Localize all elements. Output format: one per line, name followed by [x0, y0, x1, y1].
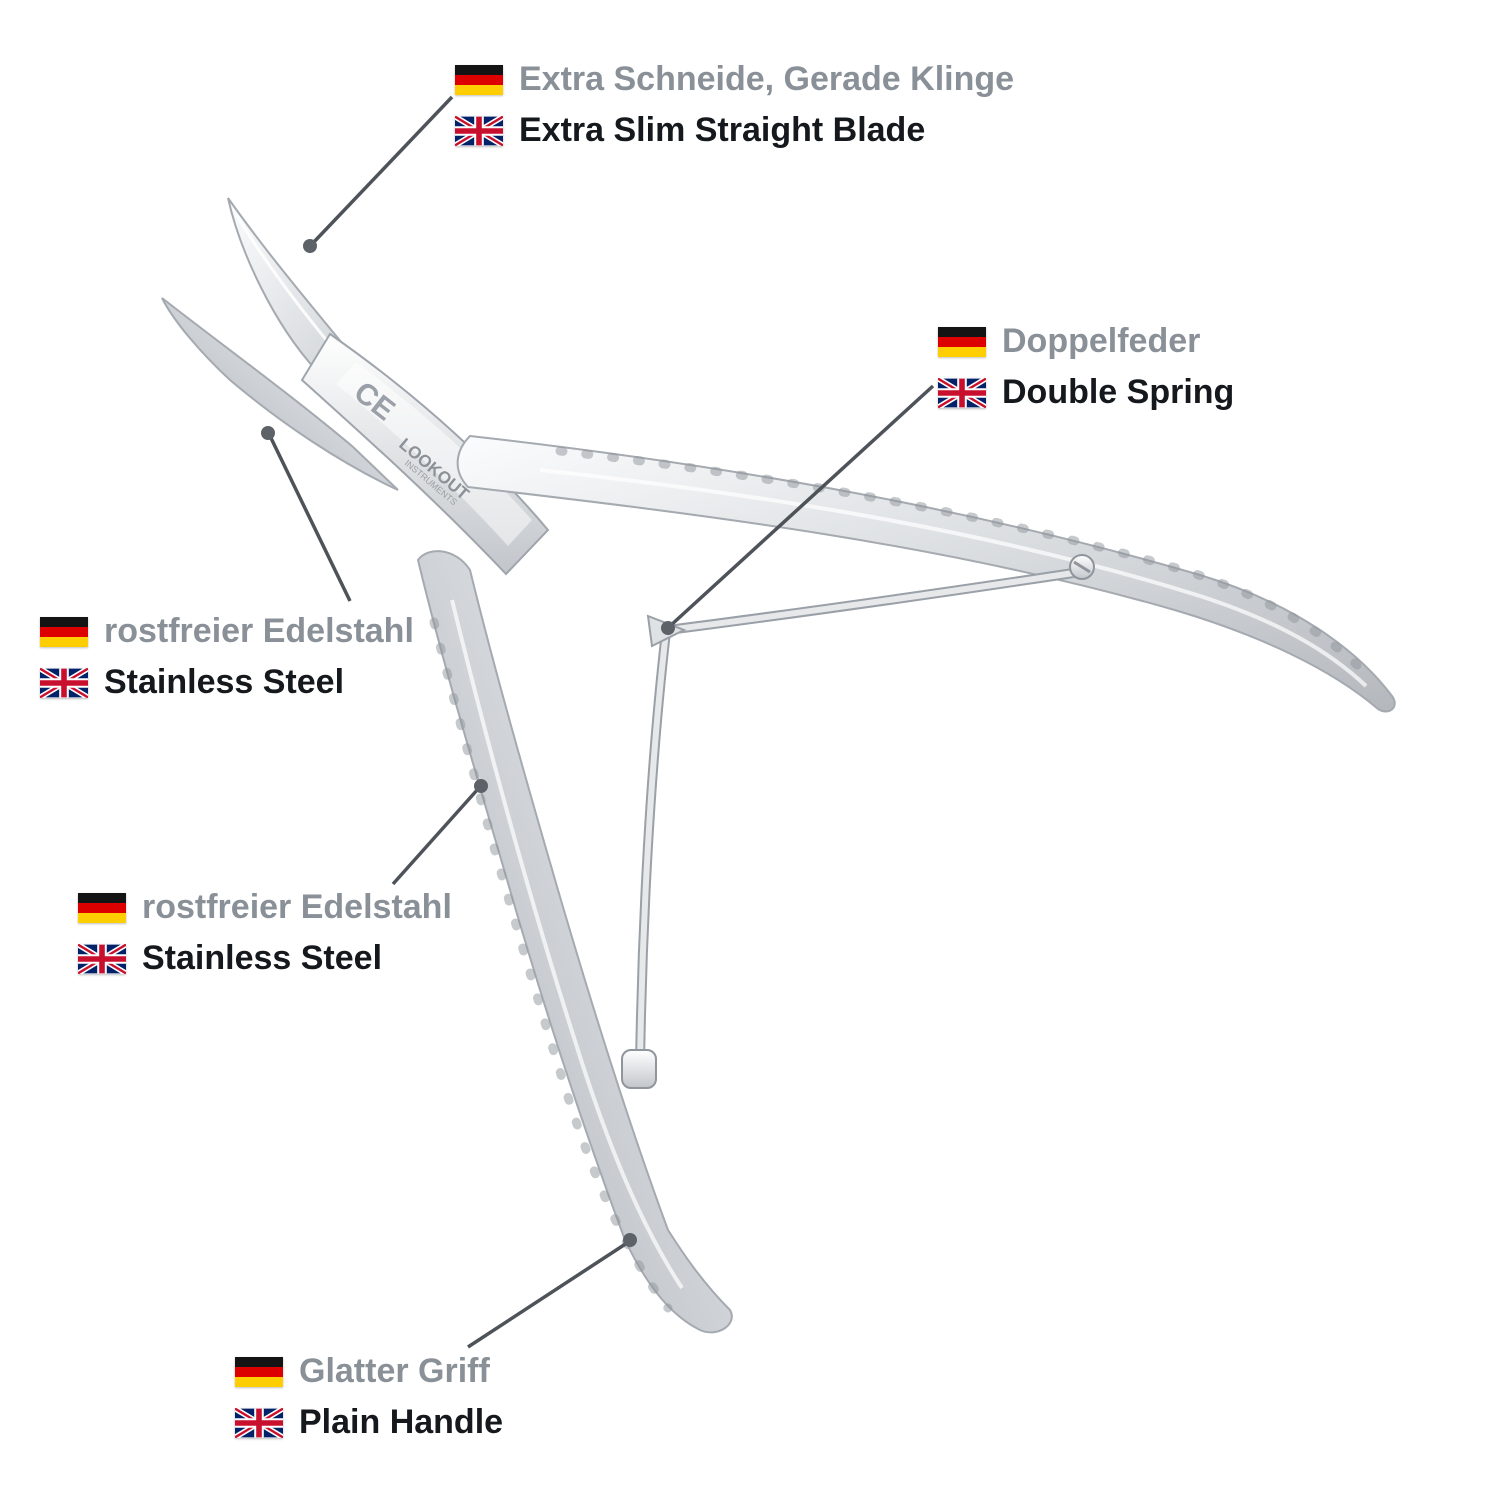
german-label: Doppelfeder	[1002, 322, 1201, 360]
lower-blade	[161, 297, 399, 491]
english-label-row: Stainless Steel	[78, 939, 452, 978]
english-label-row: Extra Slim Straight Blade	[455, 111, 1014, 150]
annotation-extra-slim-blade: Extra Schneide, Gerade Klinge Extra Slim…	[455, 60, 1014, 150]
german-label-row: Doppelfeder	[938, 322, 1234, 361]
leader-blade	[310, 95, 454, 246]
uk-flag-icon	[235, 1407, 283, 1438]
annotation-double-spring: Doppelfeder Double Spring	[938, 322, 1234, 412]
leader-dot-steel-upper	[261, 426, 275, 440]
leader-dot-spring	[661, 621, 675, 635]
spring-upper-arm-face	[665, 569, 1083, 633]
german-label-row: rostfreier Edelstahl	[40, 612, 414, 651]
leader-dot-handle	[623, 1233, 637, 1247]
german-label: Extra Schneide, Gerade Klinge	[519, 60, 1015, 98]
german-flag-icon	[235, 1356, 283, 1387]
english-label: Double Spring	[1002, 373, 1235, 411]
german-flag-icon	[40, 616, 88, 647]
english-label: Extra Slim Straight Blade	[519, 111, 926, 149]
leader-steel-lower	[391, 787, 480, 886]
annotation-stainless-steel-upper: rostfreier Edelstahl Stainless Steel	[40, 612, 414, 702]
spring-lower-arm-face	[637, 629, 669, 1069]
english-label: Stainless Steel	[142, 939, 383, 977]
annotation-plain-handle: Glatter Griff Plain Handle	[235, 1352, 503, 1442]
right-handle-serration	[555, 446, 1373, 681]
german-flag-icon	[938, 326, 986, 357]
german-label: Glatter Griff	[299, 1352, 490, 1390]
english-label-row: Stainless Steel	[40, 663, 414, 702]
english-label: Plain Handle	[299, 1403, 504, 1441]
lower-handle	[416, 550, 733, 1334]
leader-dot-steel-lower	[474, 779, 488, 793]
english-label-row: Double Spring	[938, 373, 1234, 412]
german-flag-icon	[78, 892, 126, 923]
german-label-row: Extra Schneide, Gerade Klinge	[455, 60, 1014, 99]
english-label: Stainless Steel	[104, 663, 345, 701]
uk-flag-icon	[78, 943, 126, 974]
pivot-facet	[336, 362, 532, 546]
leader-spring	[668, 384, 935, 628]
german-label: rostfreier Edelstahl	[142, 888, 452, 926]
english-label-row: Plain Handle	[235, 1403, 503, 1442]
leader-steel-upper	[268, 435, 352, 602]
german-label-row: rostfreier Edelstahl	[78, 888, 452, 927]
annotation-stainless-steel-lower: rostfreier Edelstahl Stainless Steel	[78, 888, 452, 978]
uk-flag-icon	[40, 667, 88, 698]
right-handle	[456, 434, 1396, 713]
lower-handle-highlight	[450, 599, 684, 1290]
uk-flag-icon	[455, 115, 503, 146]
german-label: rostfreier Edelstahl	[104, 612, 414, 650]
german-label-row: Glatter Griff	[235, 1352, 503, 1391]
german-flag-icon	[455, 64, 503, 95]
leader-dot-blade	[303, 239, 317, 253]
uk-flag-icon	[938, 377, 986, 408]
handle-stud	[621, 1049, 657, 1089]
leader-handle	[467, 1241, 628, 1349]
spring-screw-slot	[1073, 560, 1091, 574]
